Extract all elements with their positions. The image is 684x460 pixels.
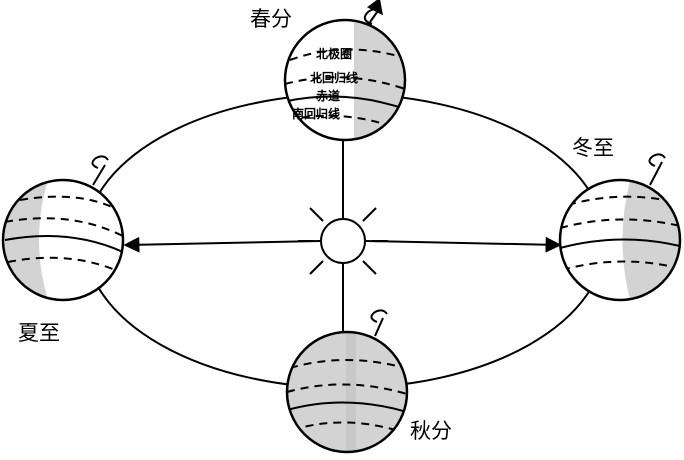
earth-winter-solstice [558,153,682,302]
label-winter-solstice: 冬至 [572,136,614,160]
rotation-icon-spring [363,0,383,25]
earth-autumn-equinox [285,309,409,454]
arrow-to-winter [365,236,562,253]
arctic-circle-line [289,48,405,61]
rotation-axis-autumn [374,317,384,337]
label-autumn-equinox: 秋分 [410,419,452,443]
rotation-icon-summer [91,155,109,169]
label-summer-solstice: 夏至 [18,321,60,345]
arrow-to-summer [123,236,321,253]
label-tropic-of-cancer: 北回归线 [310,70,358,85]
sun-disk [320,218,366,264]
label-spring-equinox: 春分 [250,7,292,31]
label-tropic-of-capricorn: 南回归线 [292,106,340,121]
rotation-icon-autumn [370,309,388,323]
earth-spring-equinox: 北极圈 北回归线 赤道 南回归线 [283,0,407,142]
earth-summer-solstice [1,155,125,302]
tropic-of-cancer-line [285,76,405,91]
rotation-axis-summer [92,164,106,186]
rotation-icon-winter [648,153,666,167]
label-arctic-circle: 北极圈 [316,46,352,61]
rotation-axis-winter [649,161,663,186]
equator-line [285,95,405,111]
label-equator: 赤道 [316,88,340,103]
